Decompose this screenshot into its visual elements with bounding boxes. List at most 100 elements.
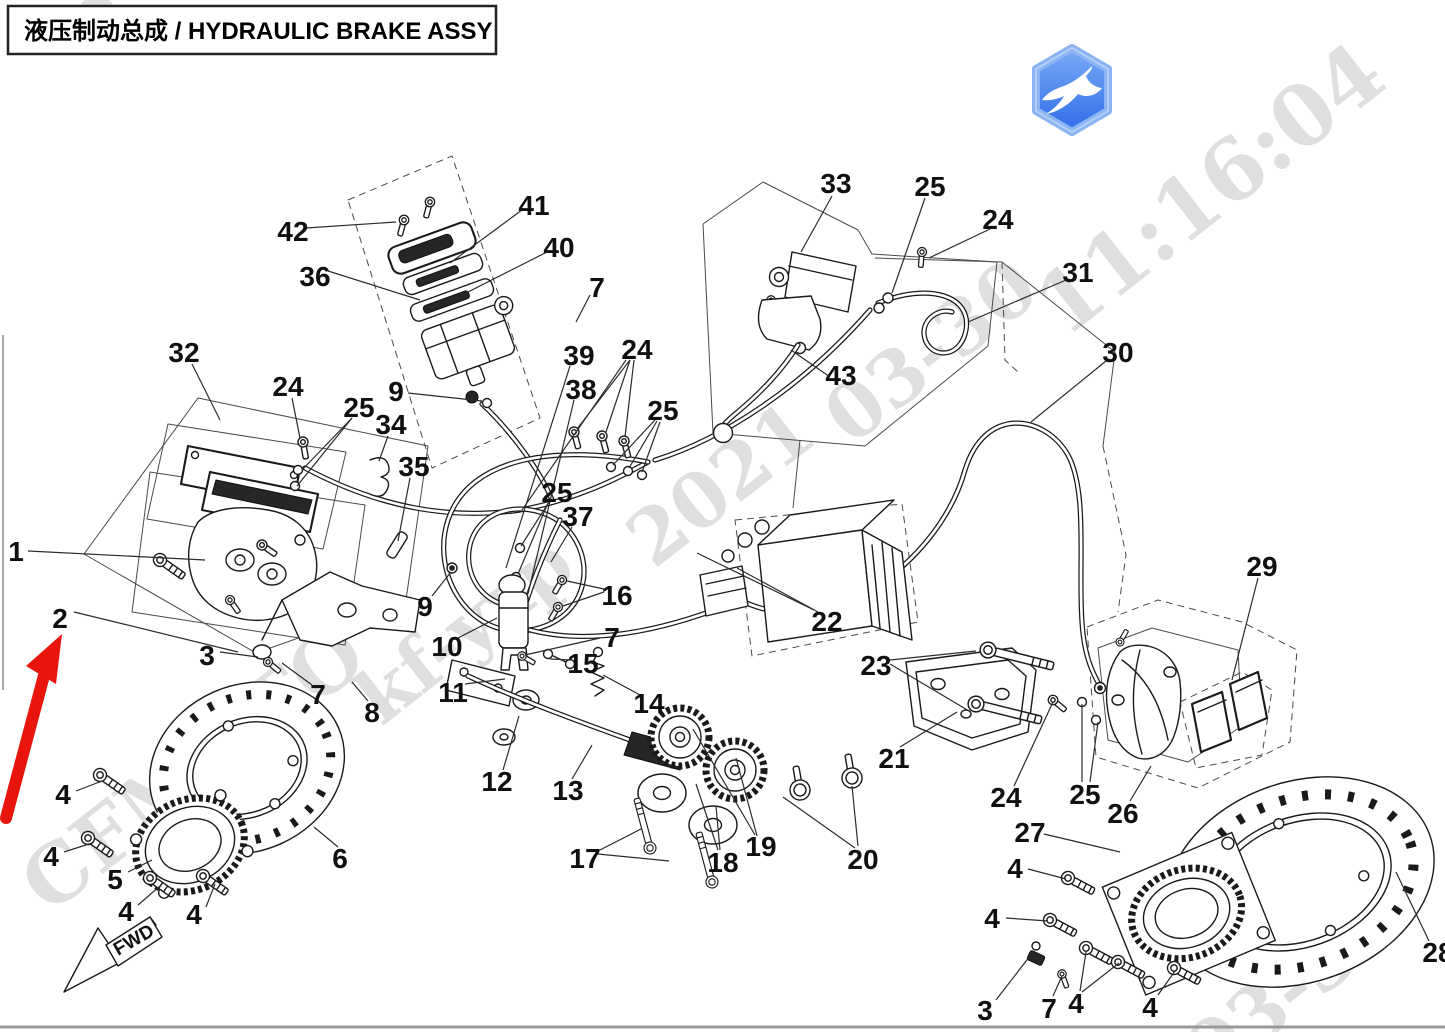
rear-banjo-fittings bbox=[1045, 681, 1107, 726]
reservoir-body-36 bbox=[420, 295, 516, 387]
callout-4: 4 bbox=[1142, 992, 1158, 1023]
reservoir-assembly bbox=[387, 195, 516, 409]
callout-14: 14 bbox=[633, 688, 665, 719]
callout-42: 42 bbox=[277, 216, 308, 247]
title-block: 液压制动总成 / HYDRAULIC BRAKE ASSY bbox=[6, 4, 498, 56]
master-cylinder-group-outline bbox=[347, 155, 541, 469]
callout-9: 9 bbox=[417, 591, 433, 622]
callout-5: 5 bbox=[107, 864, 123, 895]
connector-line bbox=[792, 439, 801, 509]
callout-3: 3 bbox=[199, 640, 215, 671]
callout-12: 12 bbox=[481, 766, 512, 797]
callout-19: 19 bbox=[745, 831, 776, 862]
callout-7: 7 bbox=[604, 622, 620, 653]
diaphragm-plate-41 bbox=[402, 252, 484, 296]
screw-7d bbox=[1055, 967, 1072, 990]
callout-17: 17 bbox=[569, 843, 600, 874]
callout-30: 30 bbox=[1102, 337, 1133, 368]
hose-clamp-3b bbox=[1026, 941, 1046, 966]
callout-33: 33 bbox=[820, 168, 851, 199]
fwd-direction-arrow: FWD bbox=[63, 916, 163, 993]
callout-29: 29 bbox=[1246, 551, 1277, 582]
callout-20: 20 bbox=[847, 844, 878, 875]
callout-25: 25 bbox=[541, 477, 572, 508]
callout-31: 31 bbox=[1062, 257, 1093, 288]
outlet-fitting bbox=[465, 390, 479, 404]
reservoir-cap bbox=[387, 221, 477, 275]
callout-36: 36 bbox=[299, 261, 330, 292]
lever-end-ball bbox=[712, 422, 734, 444]
callout-23: 23 bbox=[860, 650, 891, 681]
caliper-bracket-8 bbox=[252, 571, 421, 676]
callout-34: 34 bbox=[375, 409, 407, 440]
callout-4: 4 bbox=[1068, 988, 1084, 1019]
thunder-bird-logo bbox=[1032, 44, 1112, 136]
rear-caliper-region-dashed bbox=[1086, 599, 1298, 789]
callout-10: 10 bbox=[431, 631, 462, 662]
callout-39: 39 bbox=[563, 340, 594, 371]
bolts-20 bbox=[785, 751, 865, 803]
rear-abs-sensor-ring-27 bbox=[1101, 831, 1276, 996]
hose-clip-34 bbox=[369, 457, 390, 497]
callout-7: 7 bbox=[589, 272, 605, 303]
callout-35: 35 bbox=[398, 451, 429, 482]
rear-pads-outline bbox=[1179, 671, 1273, 769]
callout-43: 43 bbox=[825, 360, 856, 391]
callout-41: 41 bbox=[518, 190, 549, 221]
callout-7: 7 bbox=[310, 679, 326, 710]
callout-24: 24 bbox=[621, 334, 653, 365]
callout-labels: 1 2 3 4 4 5 4 4 6 7 8 32 24 25 9 34 35 4… bbox=[8, 168, 1445, 1026]
callout-4: 4 bbox=[984, 903, 1000, 934]
elbow-fitting-9 bbox=[481, 397, 493, 409]
callout-25: 25 bbox=[1069, 779, 1100, 810]
callout-21: 21 bbox=[878, 743, 909, 774]
callout-9: 9 bbox=[388, 376, 404, 407]
callout-2: 2 bbox=[52, 603, 68, 634]
callout-28: 28 bbox=[1422, 937, 1445, 968]
callout-24: 24 bbox=[990, 782, 1022, 813]
page-title: 液压制动总成 / HYDRAULIC BRAKE ASSY bbox=[24, 17, 492, 45]
callout-1: 1 bbox=[8, 536, 24, 567]
callout-32: 32 bbox=[168, 337, 199, 368]
callout-13: 13 bbox=[552, 775, 583, 806]
callout-27: 27 bbox=[1014, 817, 1045, 848]
callout-4: 4 bbox=[118, 896, 134, 927]
callout-11: 11 bbox=[438, 677, 468, 708]
callout-3: 3 bbox=[977, 995, 993, 1026]
red-annotation-arrow bbox=[0, 634, 62, 824]
rear-brake-pads-29 bbox=[1190, 670, 1269, 754]
return-spring-14 bbox=[590, 646, 605, 697]
callout-24: 24 bbox=[982, 204, 1014, 235]
callout-25: 25 bbox=[343, 392, 374, 423]
callout-40: 40 bbox=[543, 232, 574, 263]
callout-37: 37 bbox=[562, 501, 593, 532]
callout-24: 24 bbox=[272, 371, 304, 402]
hose-group-dashed2 bbox=[1102, 445, 1127, 613]
front-abs-sensor-ring bbox=[129, 789, 254, 899]
abs-module-22 bbox=[699, 499, 913, 643]
callout-25: 25 bbox=[914, 171, 945, 202]
callout-4: 4 bbox=[1007, 853, 1023, 884]
rear-caliper-26 bbox=[1105, 627, 1182, 760]
hose-group-dashed bbox=[1001, 261, 1019, 373]
callout-4: 4 bbox=[55, 779, 71, 810]
rear-disc-bolts bbox=[1026, 868, 1204, 990]
front-pads-group-outline bbox=[146, 423, 347, 550]
callout-18: 18 bbox=[707, 847, 738, 878]
callout-26: 26 bbox=[1107, 798, 1138, 829]
callout-7: 7 bbox=[1041, 993, 1057, 1024]
callout-15: 15 bbox=[567, 648, 598, 679]
leader-lines bbox=[27, 195, 1430, 1001]
title-box bbox=[6, 4, 498, 56]
callout-4: 4 bbox=[186, 899, 202, 930]
callout-38: 38 bbox=[565, 374, 596, 405]
bleed-screw bbox=[1113, 627, 1131, 649]
callout-4: 4 bbox=[43, 841, 59, 872]
callout-16: 16 bbox=[601, 580, 632, 611]
front-caliper-body bbox=[150, 507, 318, 621]
callout-25: 25 bbox=[647, 395, 678, 426]
hose-sleeve-35 bbox=[386, 531, 408, 559]
rear-master-cylinder-10 bbox=[498, 573, 605, 697]
callout-6: 6 bbox=[332, 843, 348, 874]
